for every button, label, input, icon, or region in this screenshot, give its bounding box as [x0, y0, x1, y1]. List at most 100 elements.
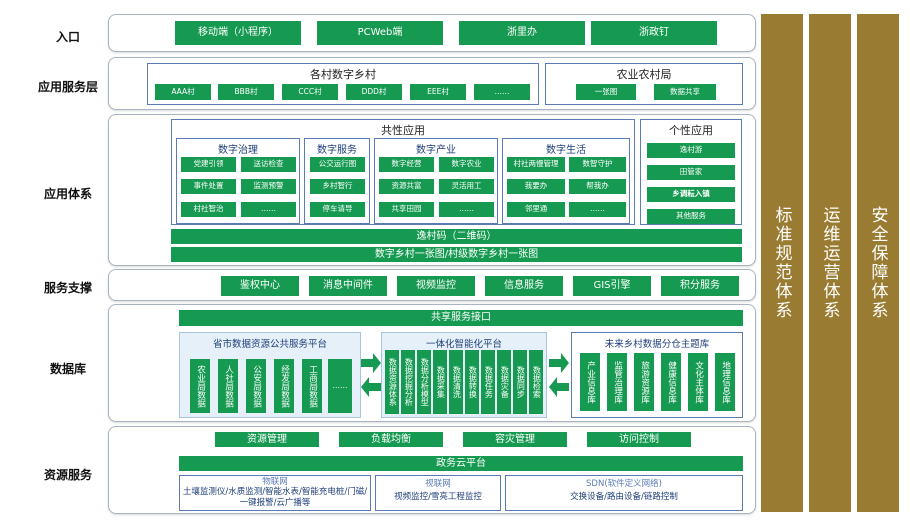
gov-cloud-bar[interactable]: 政务云平台 [179, 456, 743, 471]
res-access-control[interactable]: 访问控制 [587, 432, 691, 447]
village-ddd[interactable]: DDD村 [346, 84, 402, 100]
gov-item-4[interactable]: 监测预警 [241, 179, 296, 194]
life-item-5[interactable]: 邻里通 [507, 202, 565, 217]
prov-more[interactable]: …… [328, 359, 352, 413]
village-more[interactable]: …… [474, 84, 530, 100]
svc-item-1[interactable]: 公交运行图 [310, 157, 365, 172]
layer-label-app-system: 应用体系 [43, 187, 92, 201]
res-disaster[interactable]: 容灾管理 [463, 432, 567, 447]
prov-hr[interactable]: 人社局数据 [218, 359, 238, 413]
plat-convert[interactable]: 数据转换 [465, 350, 479, 414]
support-message-middleware[interactable]: 消息中间件 [309, 276, 387, 296]
villages-box: 各村数字乡村 AAA村 BBB村 CCC村 DDD村 EEE村 …… [147, 63, 539, 105]
future-health[interactable]: 健康信息库 [661, 353, 681, 411]
layer-label-service-support: 服务支撑 [43, 281, 92, 295]
service-title: 数字服务 [317, 145, 357, 156]
ind-item-3[interactable]: 资源共富 [379, 179, 434, 194]
ind-item-2[interactable]: 数字农业 [439, 157, 494, 172]
support-auth-center[interactable]: 鉴权中心 [221, 276, 299, 296]
village-map-bar[interactable]: 数字乡村一张图/村级数字乡村一张图 [171, 247, 742, 262]
entry-zheliban[interactable]: 浙里办 [459, 21, 585, 45]
iot-text: 土壤监测仪/水质监测/智能水表/智能充电桩/门磁/一键报警/云广播等 [182, 487, 368, 508]
life-item-6[interactable]: …… [569, 202, 626, 217]
service-support-panel: 鉴权中心 消息中间件 视频监控 信息服务 GIS引擎 积分服务 [108, 269, 756, 301]
support-points-service[interactable]: 积分服务 [661, 276, 739, 296]
gov-item-3[interactable]: 事件处置 [181, 179, 236, 194]
plat-search[interactable]: 数据检索 [529, 350, 543, 414]
arrow-right-pair-icon [549, 353, 569, 397]
gov-item-1[interactable]: 党建引领 [181, 157, 236, 172]
gov-item-6[interactable]: …… [241, 202, 296, 217]
personal-item-3[interactable]: 乡调耘入镇 [647, 187, 735, 202]
sdn-title: SDN(软件定义网络) [586, 479, 662, 489]
entry-zhezhengding[interactable]: 浙政钉 [591, 21, 717, 45]
support-video-monitor[interactable]: 视频监控 [397, 276, 475, 296]
app-system-panel: 共性应用 数字治理 党建引领 送访检查 事件处置 监测预警 村社智治 …… 数字… [108, 114, 756, 266]
plat-clean[interactable]: 数据清洗 [449, 350, 463, 414]
village-eee[interactable]: EEE村 [410, 84, 466, 100]
qr-code-bar[interactable]: 逸村码（二维码） [171, 229, 742, 244]
agri-one-map[interactable]: 一张图 [576, 84, 636, 100]
village-aaa[interactable]: AAA村 [155, 84, 211, 100]
prov-police[interactable]: 公安局数据 [246, 359, 266, 413]
video-net-text: 视频监控/雪亮工程监控 [394, 492, 482, 502]
future-culture[interactable]: 文化主体库 [688, 353, 708, 411]
personal-item-1[interactable]: 逸村游 [647, 143, 735, 158]
resource-panel: 资源管理 负载均衡 容灾管理 访问控制 政务云平台 物联网 土壤监测仪/水质监测… [108, 426, 756, 514]
plat-resource-system[interactable]: 数据资源体系 [385, 350, 399, 414]
res-management[interactable]: 资源管理 [215, 432, 319, 447]
plat-backup[interactable]: 数据灾备 [497, 350, 511, 414]
gov-item-2[interactable]: 送访检查 [241, 157, 296, 172]
personal-apps-box: 个性应用 逸村游 田管家 乡调耘入镇 其他服务 [640, 119, 742, 225]
plat-task[interactable]: 数据任务 [481, 350, 495, 414]
support-gis-engine[interactable]: GIS引擎 [573, 276, 651, 296]
personal-item-4[interactable]: 其他服务 [647, 209, 735, 224]
future-title: 未来乡村数据分仓主题库 [604, 339, 710, 350]
life-item-1[interactable]: 村社两慢管理 [507, 157, 565, 172]
video-net-title: 视联网 [425, 479, 451, 489]
future-tourism[interactable]: 旅游资源库 [634, 353, 654, 411]
support-info-service[interactable]: 信息服务 [485, 276, 563, 296]
plat-model[interactable]: 数据分析模型 [417, 350, 431, 414]
gov-item-5[interactable]: 村社智治 [181, 202, 236, 217]
shared-interface-bar[interactable]: 共享服务接口 [179, 310, 743, 326]
personal-item-2[interactable]: 田管家 [647, 165, 735, 180]
layer-label-entry: 入口 [55, 30, 80, 44]
ind-item-1[interactable]: 数字经营 [379, 157, 434, 172]
plat-mining[interactable]: 数据挖掘分析 [401, 350, 415, 414]
life-box: 数字生活 村社两慢管理 数智守护 我要办 帮我办 邻里通 …… [502, 138, 630, 224]
provincial-title: 省市数据资源公共服务平台 [212, 339, 327, 350]
agri-title: 农业农村局 [616, 68, 672, 81]
database-panel: 共享服务接口 省市数据资源公共服务平台 农业局数据 人社局数据 公安局数据 经发… [108, 304, 756, 422]
village-bbb[interactable]: BBB村 [218, 84, 274, 100]
life-item-2[interactable]: 数智守护 [569, 157, 626, 172]
future-geo[interactable]: 地理信息库 [715, 353, 735, 411]
svc-item-2[interactable]: 乡村智行 [310, 179, 365, 194]
plat-collect[interactable]: 数据采集 [433, 350, 447, 414]
prov-agri[interactable]: 农业局数据 [190, 359, 210, 413]
svc-item-3[interactable]: 停车请导 [310, 202, 365, 217]
entry-pcweb[interactable]: PCWeb端 [317, 21, 443, 45]
sdn-box: SDN(软件定义网络) 交换设备/路由设备/链路控制 [505, 475, 743, 511]
ind-item-5[interactable]: 共享田园 [379, 202, 434, 217]
prov-econ[interactable]: 经发局数据 [274, 359, 294, 413]
agri-data-share[interactable]: 数据共享 [654, 84, 716, 100]
life-item-4[interactable]: 帮我办 [569, 179, 626, 194]
ind-item-4[interactable]: 灵活用工 [439, 179, 494, 194]
village-ccc[interactable]: CCC村 [282, 84, 338, 100]
governance-title: 数字治理 [218, 145, 258, 156]
plat-sync[interactable]: 数据同步 [513, 350, 527, 414]
app-service-panel: 各村数字乡村 AAA村 BBB村 CCC村 DDD村 EEE村 …… 农业农村局… [108, 57, 756, 110]
iot-box: 物联网 土壤监测仪/水质监测/智能水表/智能充电桩/门磁/一键报警/云广播等 [179, 475, 371, 511]
entry-panel: 移动端（小程序） PCWeb端 浙里办 浙政钉 [108, 14, 756, 52]
future-governance[interactable]: 监管治理库 [607, 353, 627, 411]
ind-item-6[interactable]: …… [439, 202, 494, 217]
res-load-balance[interactable]: 负载均衡 [339, 432, 443, 447]
life-item-3[interactable]: 我要办 [507, 179, 565, 194]
platform-box: 一体化智能化平台 数据资源体系 数据挖掘分析 数据分析模型 数据采集 数据清洗 … [381, 332, 547, 418]
prov-commerce[interactable]: 工商局数据 [302, 359, 322, 413]
future-industry[interactable]: 产业信息库 [580, 353, 600, 411]
iot-title: 物联网 [262, 477, 288, 487]
service-box: 数字服务 公交运行图 乡村智行 停车请导 [304, 138, 370, 224]
entry-mobile[interactable]: 移动端（小程序） [175, 21, 301, 45]
